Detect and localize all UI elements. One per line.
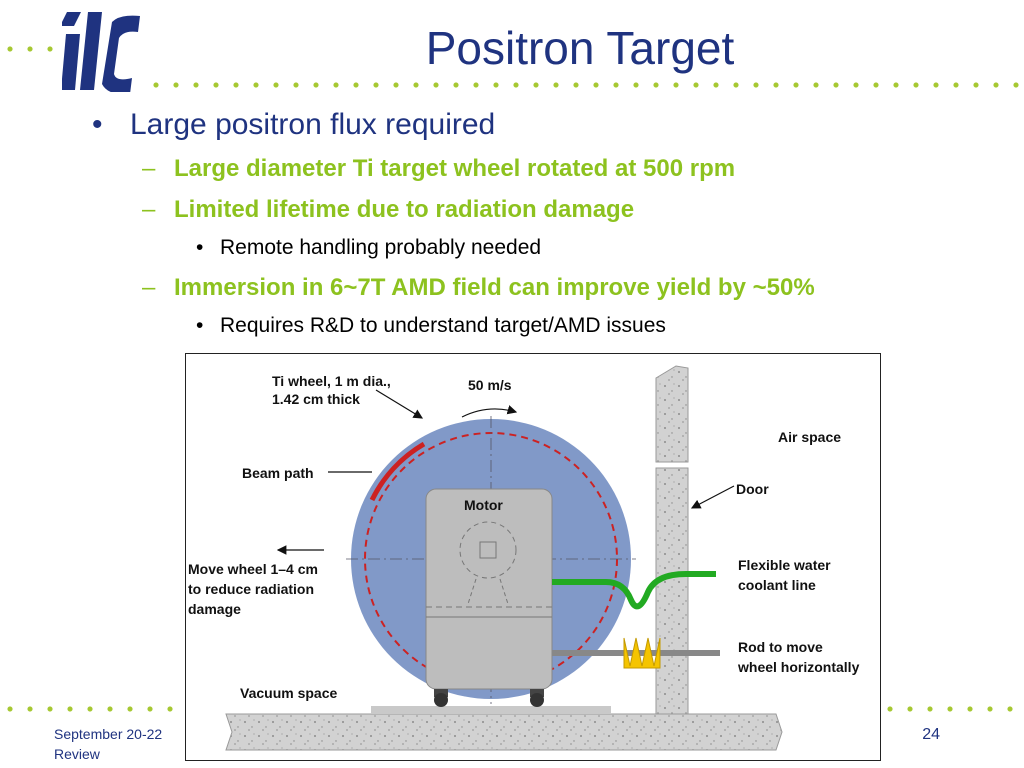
bullet-text: Large positron flux required (130, 108, 496, 141)
label-rod-1: Rod to move (738, 639, 823, 655)
label-vacuum: Vacuum space (240, 685, 337, 701)
dotted-rule-bottom-left (0, 706, 185, 712)
label-coolant-2: coolant line (738, 577, 816, 593)
dash-text: Large diameter Ti target wheel rotated a… (174, 155, 736, 182)
label-motor: Motor (464, 497, 503, 513)
dash-marker: – (142, 196, 156, 223)
base-plate (371, 706, 611, 714)
label-wheel-2: 1.42 cm thick (272, 391, 360, 407)
dotted-rule-top (146, 82, 1024, 88)
label-door: Door (736, 481, 769, 497)
ilc-logo (60, 12, 142, 95)
page-number: 24 (922, 726, 940, 743)
slide-title: Positron Target (425, 22, 735, 74)
bullet-marker: • (92, 108, 103, 141)
dotted-rule-bottom-right (880, 706, 1024, 712)
label-move-2: to reduce radiation (188, 581, 314, 597)
footer-date-line1: September 20-22 (54, 726, 163, 742)
shield-wall (655, 365, 689, 715)
bellows (623, 637, 661, 669)
target-diagram: Ti wheel, 1 m dia., 1.42 cm thick 50 m/s… (185, 353, 881, 761)
sub-bullet-text: Remote handling probably needed (220, 236, 542, 259)
label-move-3: damage (188, 601, 241, 617)
dash-marker: – (142, 274, 156, 301)
floor-slab (225, 713, 783, 751)
label-wheel-1: Ti wheel, 1 m dia., (272, 373, 391, 389)
dash-text: Immersion in 6~7T AMD field can improve … (174, 274, 815, 301)
label-move-1: Move wheel 1–4 cm (188, 561, 318, 577)
dash-text: Limited lifetime due to radiation damage (174, 196, 635, 223)
label-coolant-1: Flexible water (738, 557, 831, 573)
label-beam-path: Beam path (242, 465, 314, 481)
dotted-rule-top-left (0, 46, 60, 52)
sub-bullet-text: Requires R&D to understand target/AMD is… (220, 314, 666, 337)
label-rod-2: wheel horizontally (737, 659, 860, 675)
footer-date-line2: Review (54, 746, 100, 762)
label-speed: 50 m/s (468, 377, 512, 393)
coolant-line (552, 571, 716, 610)
footer-date: September 20-22 Review (54, 724, 162, 764)
beam-path-arc (369, 441, 426, 502)
motor-housing (425, 488, 553, 707)
label-air-space: Air space (778, 429, 841, 445)
sub-bullet-marker: • (196, 236, 204, 259)
dash-marker: – (142, 155, 156, 182)
sub-bullet-marker: • (196, 314, 204, 337)
